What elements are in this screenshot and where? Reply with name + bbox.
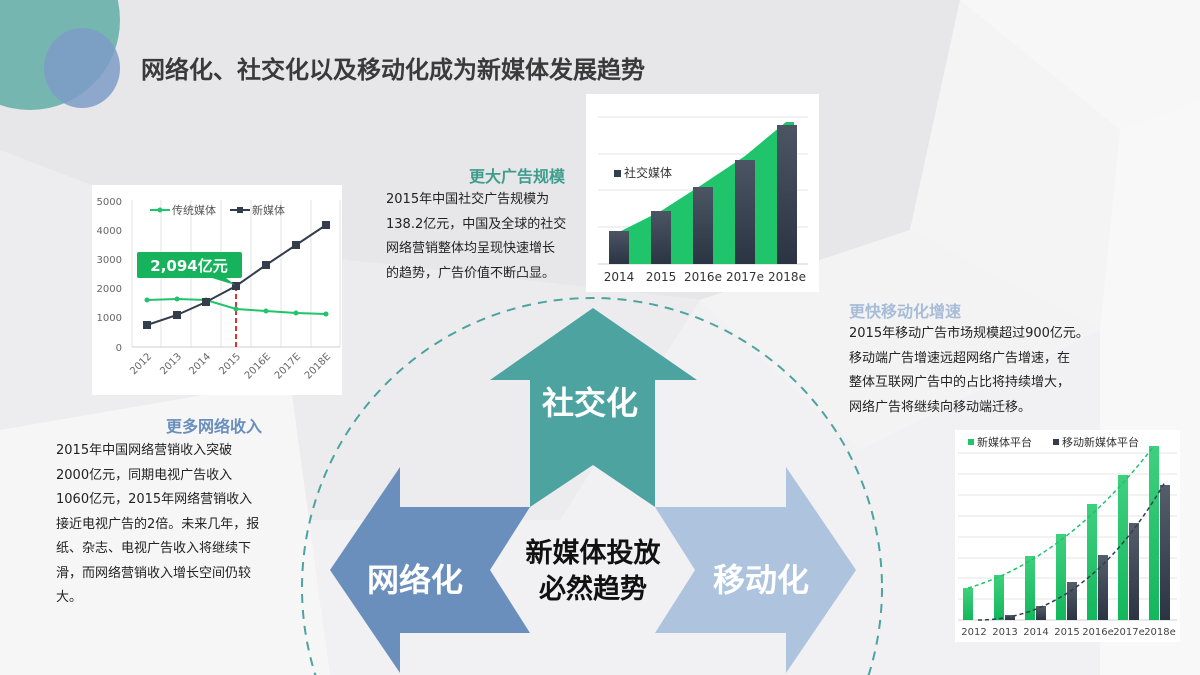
mobile-paragraph: 2015年移动广告市场规模超过900亿元。 移动端广告增速远超网络广告增速，在 … [849, 322, 1089, 420]
center-label-line1: 新媒体投放 [525, 538, 661, 569]
social-line: 网络营销整体均呈现快速增长 [386, 241, 556, 256]
x-tick: 2014 [1023, 627, 1048, 638]
arrow-label-network: 网络化 [367, 561, 464, 599]
network-paragraph: 2015年中国网络营销收入突破 2000亿元，同期电视广告收入 1060亿元，2… [56, 439, 259, 611]
mobile-bar-chart-card: 新媒体平台 移动新媒体平台 2012 2013 2014 2015 2016e … [955, 430, 1180, 642]
y-tick: 5000 [97, 197, 122, 208]
x-tick: 2018e [1144, 627, 1176, 638]
network-line: 接近电视广告的2倍。未来几年，报 [56, 516, 260, 532]
value-callout: 2,094亿元 [137, 252, 242, 285]
social-line: 的趋势，广告价值不断凸显。 [386, 265, 556, 281]
y-tick: 1000 [97, 313, 122, 324]
y-tick: 0 [116, 343, 122, 354]
network-line: 大。 [56, 590, 83, 605]
callout-label: 2,094亿元 [150, 257, 227, 275]
x-tick: 2015 [1054, 627, 1079, 638]
mobile-line: 整体互联网广告中的占比将持续增大， [849, 375, 1071, 390]
social-bar-chart-card: 社交媒体 2014 2015 2016e 2017e 2018e [586, 94, 819, 292]
x-tick: 2012 [961, 627, 986, 638]
x-tick: 2018E [303, 351, 333, 381]
social-line: 2015年中国社交广告规模为 [386, 192, 550, 207]
left-arrow [330, 467, 530, 673]
x-tick: 2017e [1113, 627, 1145, 638]
x-tick: 2017e [726, 270, 764, 284]
x-tick: 2016e [1082, 627, 1114, 638]
y-tick: 2000 [97, 284, 122, 295]
center-label: 新媒体投放 必然趋势 [512, 536, 674, 608]
x-tick: 2012 [128, 351, 154, 377]
x-tick: 2016e [684, 270, 722, 284]
line-chart: 5000 4000 3000 2000 1000 0 传统媒体 新媒体 [97, 197, 341, 382]
mobile-line: 网络广告将继续向移动端迁移。 [849, 399, 1032, 415]
x-tick: 2014 [604, 270, 635, 284]
legend-traditional-media: 传统媒体 [172, 203, 216, 217]
network-line: 1060亿元，2015年网络营销收入 [56, 492, 253, 507]
social-paragraph: 2015年中国社交广告规模为 138.2亿元，中国及全球的社交 网络营销整体均呈… [386, 188, 566, 286]
legend-social-media: 社交媒体 [624, 165, 672, 180]
network-line: 2000亿元，同期电视广告收入 [56, 467, 233, 483]
x-tick: 2017E [273, 351, 303, 381]
legend-mobile-new-media-platform: 移动新媒体平台 [1062, 435, 1139, 449]
network-line: 纸、杂志、电视广告收入将继续下 [56, 541, 252, 556]
network-line: 2015年中国网络营销收入突破 [56, 443, 233, 458]
x-tick: 2013 [158, 351, 184, 377]
mobile-bar-chart: 新媒体平台 移动新媒体平台 2012 2013 2014 2015 2016e … [958, 435, 1177, 638]
up-arrow [490, 308, 697, 507]
decorative-circles [0, 0, 120, 110]
x-tick: 2013 [992, 627, 1017, 638]
network-line: 滑，而网络营销收入增长空间仍较 [56, 565, 252, 581]
x-tick: 2015 [217, 351, 243, 377]
right-arrow [655, 467, 856, 673]
dashed-ring [301, 297, 883, 675]
mobile-line: 移动端广告增速远超网络广告增速，在 [849, 350, 1071, 366]
slide-title: 网络化、社交化以及移动化成为新媒体发展趋势 [141, 56, 645, 84]
social-bar-chart: 社交媒体 2014 2015 2016e 2017e 2018e [598, 116, 808, 284]
line-chart-card: 5000 4000 3000 2000 1000 0 传统媒体 新媒体 [92, 185, 342, 395]
mobile-heading: 更快移动化增速 [849, 302, 962, 321]
y-tick: 3000 [97, 255, 122, 266]
social-heading: 更大广告规模 [469, 167, 566, 186]
network-heading: 更多网络收入 [166, 417, 263, 436]
center-label-line2: 必然趋势 [539, 574, 647, 605]
mobile-line: 2015年移动广告市场规模超过900亿元。 [849, 326, 1089, 341]
x-tick: 2018e [768, 270, 806, 284]
x-tick: 2015 [646, 270, 677, 284]
legend-new-media: 新媒体 [252, 203, 285, 217]
social-line: 138.2亿元，中国及全球的社交 [386, 216, 567, 232]
arrow-label-social: 社交化 [542, 384, 639, 422]
x-tick: 2016E [243, 351, 273, 381]
legend-new-media-platform: 新媒体平台 [977, 435, 1032, 449]
x-tick: 2014 [187, 351, 213, 377]
arrow-label-mobile: 移动化 [713, 561, 810, 599]
line-chart-legend: 传统媒体 新媒体 [150, 203, 285, 217]
y-tick: 4000 [97, 226, 122, 237]
